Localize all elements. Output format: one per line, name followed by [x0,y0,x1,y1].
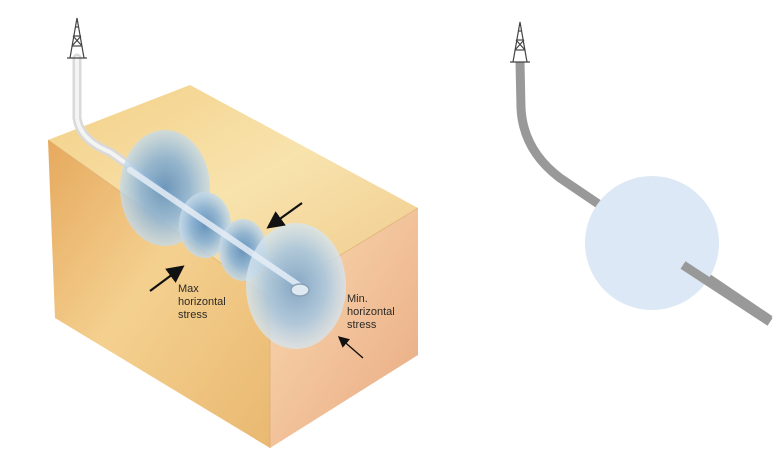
derrick-icon [67,18,87,58]
left-rock-block-illustration: Max horizontal stress Min. horizontal st… [48,18,418,448]
derrick-icon [510,22,530,62]
fracture-circle [585,176,719,310]
right-schematic [510,22,770,322]
